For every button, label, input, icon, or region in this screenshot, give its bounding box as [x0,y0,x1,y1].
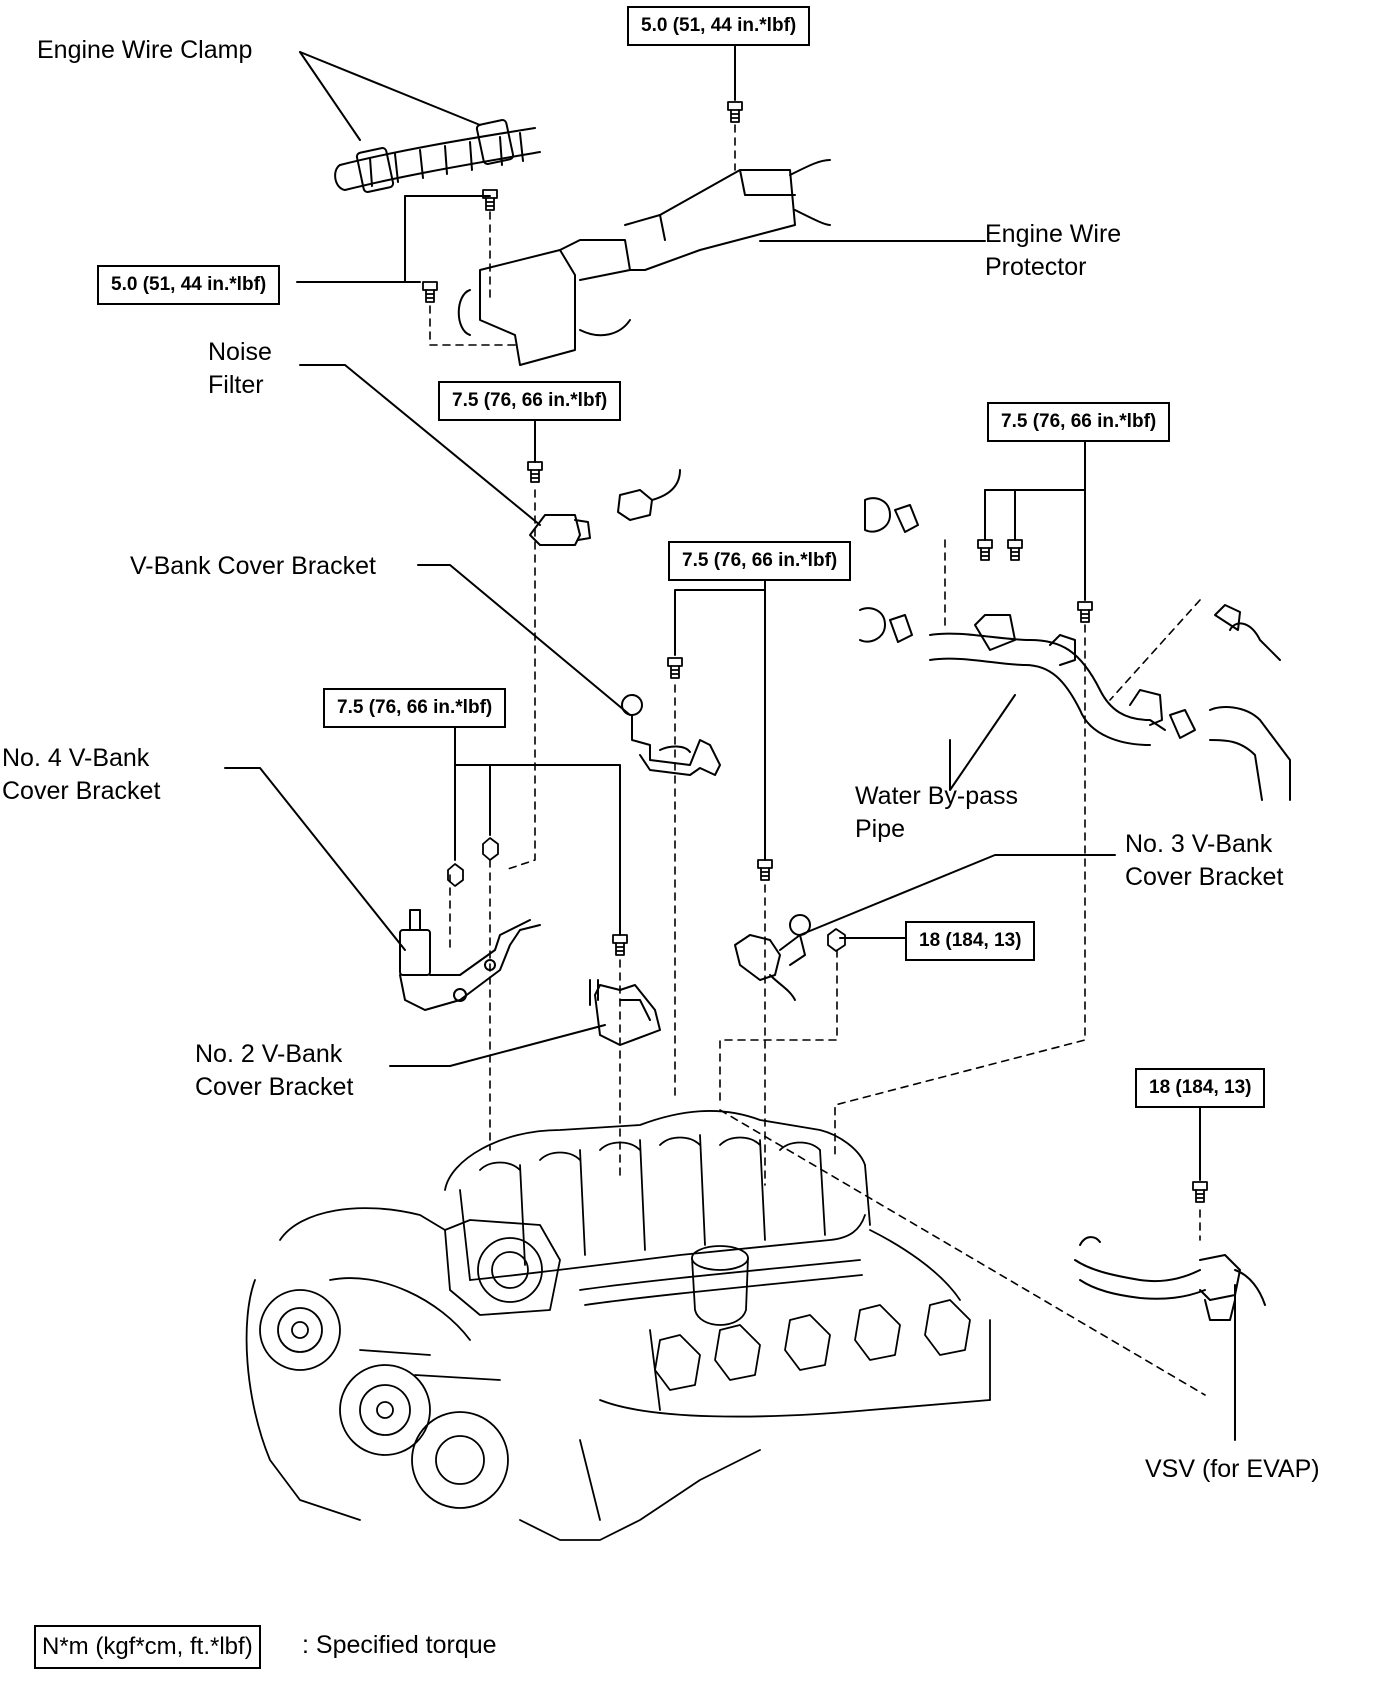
torque-box-v-bank-bracket: 7.5 (76, 66 in.*lbf) [668,541,852,581]
engine-wire-harness [334,119,541,193]
legend-specified-torque: : Specified torque [302,1631,497,1659]
no3-v-bank-cover-bracket [734,914,811,1001]
noise-filter [529,469,681,546]
torque-box-vsv: 18 (184, 13) [1135,1068,1266,1108]
v-bank-cover-bracket-label: V-Bank Cover Bracket [130,552,376,580]
dashed-lines [429,124,1206,1396]
engine-wire-protector [457,159,831,366]
water-bypass-pipe-label-1: Water By-pass [855,782,1019,810]
noise-filter-label-1: Noise [208,338,272,366]
no3-bracket-label-1: No. 3 V-Bank [1125,830,1273,858]
torque-box-no4-bracket: 7.5 (76, 66 in.*lbf) [323,688,507,728]
vsv-evap-label: VSV (for EVAP) [1145,1455,1320,1483]
engine-block [245,1110,991,1541]
no4-bracket-label-2: Cover Bracket [2,777,161,805]
vsv-evap [1074,1236,1266,1321]
engine-wire-clamp-label: Engine Wire Clamp [37,36,253,64]
torque-box-no3-nut: 18 (184, 13) [905,921,1036,961]
water-bypass-pipe-label-2: Pipe [855,815,906,843]
torque-box-wire-protector-left: 5.0 (51, 44 in.*lbf) [97,265,281,305]
noise-filter-label-2: Filter [208,371,264,399]
no4-bracket-label-1: No. 4 V-Bank [2,744,150,772]
no2-bracket-label-2: Cover Bracket [195,1073,354,1101]
water-bypass-pipe [859,497,1291,801]
no4-v-bank-cover-bracket [399,909,541,1011]
v-bank-cover-bracket [621,694,721,776]
torque-box-wire-protector-top: 5.0 (51, 44 in.*lbf) [627,6,811,46]
torque-box-water-bypass: 7.5 (76, 66 in.*lbf) [987,402,1171,442]
legend-torque-unit: N*m (kgf*cm, ft.*lbf) [34,1625,261,1669]
no2-bracket-label-1: No. 2 V-Bank [195,1040,343,1068]
bolts [422,101,1208,1203]
no2-v-bank-cover-bracket [589,979,661,1046]
torque-box-noise-filter: 7.5 (76, 66 in.*lbf) [438,381,622,421]
engine-wire-protector-label-1: Engine Wire [985,220,1122,248]
no3-bracket-label-2: Cover Bracket [1125,863,1284,891]
engine-wire-protector-label-2: Protector [985,253,1087,281]
